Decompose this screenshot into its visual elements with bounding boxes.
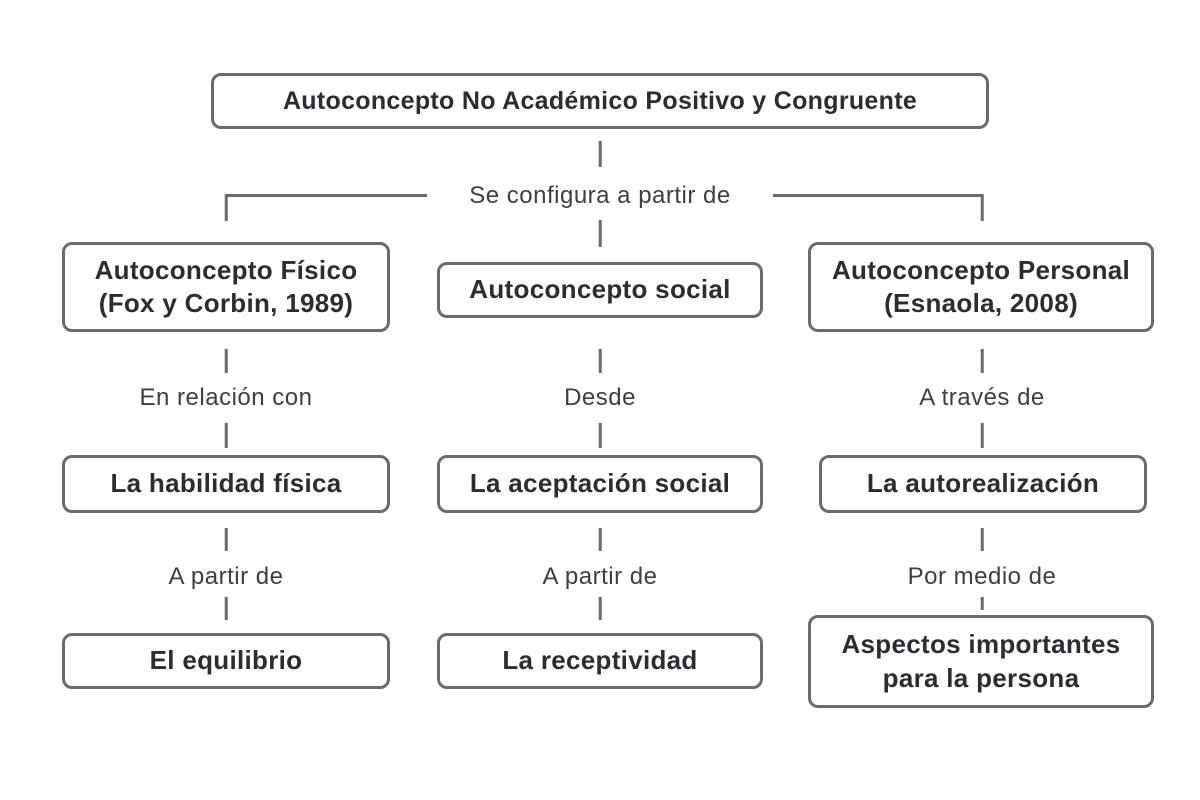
node-autoconcepto-social: Autoconcepto social xyxy=(437,262,763,318)
branch-left-elbow-line xyxy=(224,194,228,221)
node-autoconcepto-fisico: Autoconcepto Físico (Fox y Corbin, 1989) xyxy=(62,242,390,332)
label-desde: Desde xyxy=(564,384,636,411)
node-autoconcepto-personal: Autoconcepto Personal (Esnaola, 2008) xyxy=(808,242,1154,332)
branch-right-elbow-line xyxy=(980,194,984,221)
node-autorealizacion: La autorealización xyxy=(819,455,1147,513)
col1-line-c xyxy=(224,528,228,551)
label-a-traves-de: A través de xyxy=(919,384,1045,411)
col1-line-b xyxy=(224,423,228,448)
label-a-partir-de-2: A partir de xyxy=(542,563,658,590)
col2-line-d xyxy=(598,597,602,620)
label-a-partir-de-1: A partir de xyxy=(168,563,284,590)
col2-line-c xyxy=(598,528,602,551)
col3-line-c xyxy=(980,528,984,551)
col3-line-b xyxy=(980,423,984,448)
node-habilidad-fisica: La habilidad física xyxy=(62,455,390,513)
branch-center-line xyxy=(598,220,602,247)
col1-line-a xyxy=(224,349,228,373)
label-por-medio-de: Por medio de xyxy=(907,563,1057,590)
node-el-equilibrio: El equilibrio xyxy=(62,633,390,689)
label-en-relacion-con: En relación con xyxy=(139,384,313,411)
branch-left-line xyxy=(226,194,427,197)
col2-line-b xyxy=(598,423,602,448)
col2-line-a xyxy=(598,349,602,373)
node-aspectos-importantes: Aspectos importantes para la persona xyxy=(808,615,1154,708)
root-connector-label: Se configura a partir de xyxy=(469,182,731,209)
branch-right-line xyxy=(773,194,982,197)
col3-line-d xyxy=(980,597,984,610)
root-stem-line xyxy=(598,141,602,167)
node-aceptacion-social: La aceptación social xyxy=(437,455,763,513)
col3-line-a xyxy=(980,349,984,373)
col1-line-d xyxy=(224,597,228,620)
node-la-receptividad: La receptividad xyxy=(437,633,763,689)
root-node: Autoconcepto No Académico Positivo y Con… xyxy=(211,73,989,129)
